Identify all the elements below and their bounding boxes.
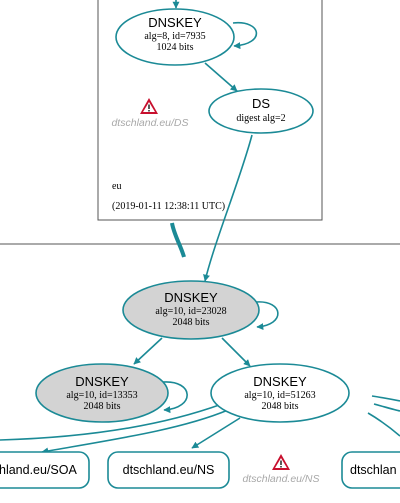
edge-51263-to-right-3: [367, 412, 400, 437]
edge-51263-to-right-2: [373, 403, 400, 412]
dnskey-23028-bits: 2048 bits: [173, 317, 210, 328]
rrset-node-ns[interactable]: dtschland.eu/NS: [107, 451, 230, 489]
dnskey-51263-title: DNSKEY: [253, 374, 307, 389]
edge-23028-to-13353: [133, 337, 163, 365]
edge-ds-to-dnskey-23028: [203, 134, 253, 282]
edge-dnskey-7935-to-ds: [204, 62, 238, 92]
dnskey-13353-title: DNSKEY: [75, 374, 129, 389]
ds-digest: digest alg=2: [236, 113, 285, 124]
ns-warning-label: dtschland.eu/NS: [242, 473, 319, 485]
edge-51263-to-soa-1: [0, 403, 223, 441]
edge-self-dnskey-23028: [255, 301, 279, 331]
ns-warning[interactable]: dtschland.eu/NS: [242, 454, 320, 485]
rrset-node-soa[interactable]: hland.eu/SOA: [0, 451, 90, 489]
dnskey-7935-alg: alg=8, id=7935: [144, 31, 205, 42]
dnskey-51263-alg: alg=10, id=51263: [244, 390, 315, 401]
dnskey-23028-title: DNSKEY: [164, 290, 218, 305]
rrset-ns-label: dtschland.eu/NS: [123, 463, 215, 477]
parent-zone-name: eu: [112, 181, 121, 192]
edge-delegation: [170, 222, 186, 258]
parent-zone: eu (2019-01-11 12:38:11 UTC): [97, 0, 323, 221]
edge-self-dnskey-7935: [232, 22, 258, 50]
edge-self-dnskey-13353: [162, 381, 188, 414]
warning-triangle-icon: [140, 98, 158, 114]
edge-51263-to-soa-2: [41, 409, 229, 455]
edges: [0, 0, 400, 455]
warning-triangle-icon: [272, 454, 290, 470]
dnskey-51263-bits: 2048 bits: [262, 401, 299, 412]
dnskey-7935-title: DNSKEY: [148, 15, 202, 30]
edge-23028-to-51263: [221, 337, 251, 367]
rrset-partial-label: dtschlan: [350, 463, 397, 477]
edge-51263-to-ns: [191, 417, 241, 449]
dnskey-node-23028[interactable]: DNSKEY alg=10, id=23028 2048 bits: [122, 280, 260, 340]
dnskey-13353-alg: alg=10, id=13353: [66, 390, 137, 401]
dnskey-7935-bits: 1024 bits: [157, 42, 194, 53]
dnskey-node-51263[interactable]: DNSKEY alg=10, id=51263 2048 bits: [210, 363, 350, 423]
dnskey-node-13353[interactable]: DNSKEY alg=10, id=13353 2048 bits: [35, 363, 169, 423]
parent-zone-timestamp: (2019-01-11 12:38:11 UTC): [112, 201, 225, 212]
dnskey-23028-alg: alg=10, id=23028: [155, 306, 226, 317]
dnskey-13353-bits: 2048 bits: [84, 401, 121, 412]
ds-node[interactable]: DS digest alg=2: [208, 88, 314, 134]
rrset-node-partial[interactable]: dtschlan: [341, 451, 400, 489]
rrset-soa-label: hland.eu/SOA: [0, 463, 77, 477]
ds-title: DS: [252, 96, 270, 111]
ds-warning[interactable]: dtschland.eu/DS: [111, 98, 189, 129]
dnskey-node-7935[interactable]: DNSKEY alg=8, id=7935 1024 bits: [115, 8, 235, 66]
edge-51263-to-right-1: [371, 395, 400, 402]
ds-warning-label: dtschland.eu/DS: [111, 117, 188, 129]
